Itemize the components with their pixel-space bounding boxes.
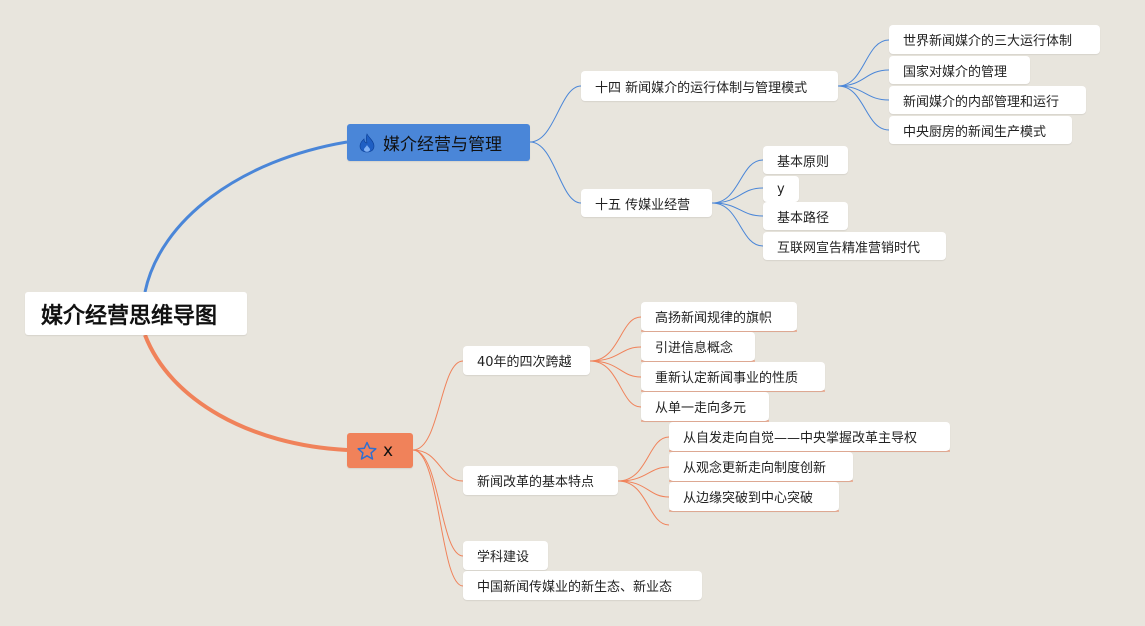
leaf-central-kitchen[interactable]: 中央厨房的新闻生产模式: [889, 116, 1072, 144]
leaf-y[interactable]: y: [763, 176, 799, 202]
branch-media-management[interactable]: 媒介经营与管理: [347, 124, 530, 161]
edge-blue-sub2: [529, 141, 582, 204]
root-node[interactable]: 媒介经营思维导图: [25, 292, 247, 335]
leaf-basic-paths[interactable]: 基本路径: [763, 202, 848, 230]
leaf-basic-principles[interactable]: 基本原则: [763, 146, 848, 174]
topic-four-leaps[interactable]: 40年的四次跨越: [463, 346, 590, 375]
leaf-concept-to-institution[interactable]: 从观念更新走向制度创新: [669, 452, 853, 481]
leaf-internal-management[interactable]: 新闻媒介的内部管理和运行: [889, 86, 1086, 114]
branch-blue-label: 媒介经营与管理: [383, 135, 502, 155]
topic-media-business[interactable]: 十五 传媒业经营: [581, 189, 712, 217]
leaf-three-systems[interactable]: 世界新闻媒介的三大运行体制: [889, 25, 1100, 54]
edge-root-orange: [143, 334, 348, 452]
topic-discipline-building[interactable]: 学科建设: [463, 541, 548, 570]
flame-icon: [357, 132, 377, 153]
leaf-news-law-banner[interactable]: 高扬新闻规律的旗帜: [641, 302, 797, 331]
star-outline-icon: [357, 441, 377, 461]
topic-reform-features[interactable]: 新闻改革的基本特点: [463, 466, 618, 495]
branch-orange-label: x: [383, 440, 394, 461]
branch-x[interactable]: x: [347, 433, 413, 468]
topic-operating-system[interactable]: 十四 新闻媒介的运行体制与管理模式: [581, 71, 838, 101]
leaf-precision-marketing[interactable]: 互联网宣告精准营销时代: [763, 232, 946, 260]
topic-new-ecology[interactable]: 中国新闻传媒业的新生态、新业态: [463, 571, 702, 600]
leaf-information-concept[interactable]: 引进信息概念: [641, 332, 755, 361]
leaf-spontaneous-to-conscious[interactable]: 从自发走向自觉——中央掌握改革主导权: [669, 422, 950, 451]
leaf-news-nature[interactable]: 重新认定新闻事业的性质: [641, 362, 825, 391]
leaf-edge-to-center[interactable]: 从边缘突破到中心突破: [669, 482, 839, 511]
edge-root-blue: [143, 140, 348, 293]
leaf-state-management[interactable]: 国家对媒介的管理: [889, 56, 1030, 84]
leaf-empty[interactable]: [669, 512, 729, 526]
root-label: 媒介经营思维导图: [41, 303, 218, 329]
edge-blue-sub1: [529, 85, 582, 143]
leaf-single-to-diverse[interactable]: 从单一走向多元: [641, 392, 769, 421]
